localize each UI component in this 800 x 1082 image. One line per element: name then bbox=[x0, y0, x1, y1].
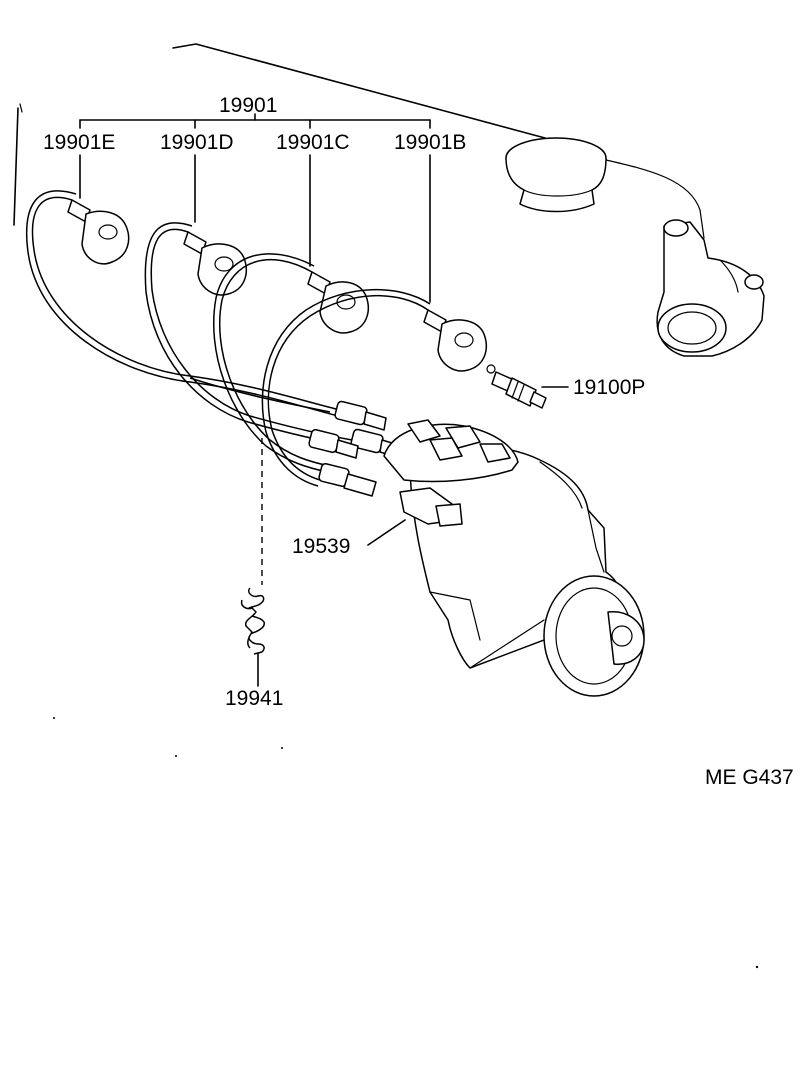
cord-bundle-lines bbox=[189, 377, 331, 413]
frame-lines bbox=[13, 43, 546, 226]
cord-clamp bbox=[240, 438, 265, 655]
terminal-3 bbox=[308, 428, 359, 459]
reference-code: ME G437 bbox=[705, 766, 794, 789]
terminal-4 bbox=[318, 462, 377, 497]
radiator-cap bbox=[505, 137, 607, 213]
boot-19901b bbox=[423, 309, 488, 372]
distributor bbox=[383, 419, 645, 697]
label-19901c: 19901C bbox=[276, 131, 350, 154]
label-19901: 19901 bbox=[219, 94, 277, 117]
label-19539: 19539 bbox=[292, 535, 350, 558]
label-19901b: 19901B bbox=[394, 131, 466, 154]
cord-19901b bbox=[261, 289, 431, 487]
water-outlet bbox=[656, 219, 765, 357]
label-19941: 19941 bbox=[225, 687, 283, 710]
label-19901e: 19901E bbox=[43, 131, 115, 154]
spark-plug bbox=[486, 364, 547, 409]
cord-19901e bbox=[25, 190, 341, 417]
boot-19901e bbox=[67, 199, 130, 265]
label-19901d: 19901D bbox=[160, 131, 234, 154]
terminal-1 bbox=[334, 400, 387, 431]
cord-19901d bbox=[144, 222, 353, 447]
cap-to-outlet-line bbox=[605, 159, 705, 239]
leader-lines bbox=[79, 154, 569, 687]
label-bracket bbox=[79, 113, 431, 129]
label-19100p: 19100P bbox=[573, 376, 645, 399]
boot-19901d bbox=[183, 231, 248, 296]
scan-specks bbox=[53, 717, 759, 969]
